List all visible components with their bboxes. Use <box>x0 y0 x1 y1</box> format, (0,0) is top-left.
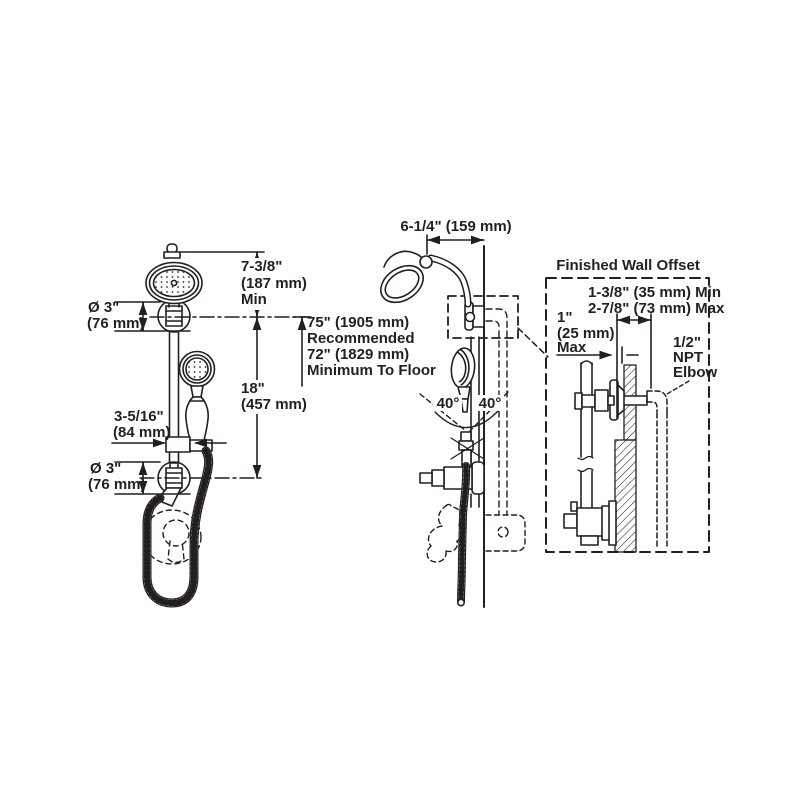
dim-offset-range: 1-3/8" (35 mm) Min 2-7/8" (73 mm) Max <box>588 284 725 419</box>
swing-angle-right-label: 40° <box>479 395 502 412</box>
dim-head-height-line3: Min <box>241 291 267 308</box>
dim-surface-line1: 1" <box>557 309 572 326</box>
handshower-front <box>178 350 216 447</box>
showerhead-front <box>145 243 203 308</box>
slide-bar-detail <box>577 360 594 509</box>
dim-bottom-escutcheon: Ø 3" (76 mm) <box>88 460 191 495</box>
label-npt-elbow: 1/2" NPT Elbow <box>666 334 717 395</box>
dim-top-escutcheon: Ø 3" (76 mm) <box>87 299 191 332</box>
dim-bar-span: 18" (457 mm) <box>238 316 307 479</box>
dim-floor-line3: 72" (1829 mm) <box>307 346 409 363</box>
centerlines-front <box>139 316 311 479</box>
handshower-side <box>450 347 476 467</box>
ball-joint <box>419 255 433 269</box>
wall-offset-detail: Finished Wall Offset <box>545 257 725 553</box>
side-view: 6-1/4" (159 mm) <box>380 218 549 608</box>
dim-head-reach: 6-1/4" (159 mm) <box>400 218 512 255</box>
supply-pipe-dashed-side <box>485 308 508 515</box>
front-view: 7-3/8" (187 mm) Min 18" (457 mm) 75" (19… <box>87 243 436 608</box>
elbow-label-line3: Elbow <box>673 364 717 381</box>
dim-head-height-min: 7-3/8" (187 mm) Min <box>179 251 307 318</box>
elbow-label-line2: NPT <box>673 349 703 366</box>
dim-floor-line2: Recommended <box>307 330 415 347</box>
detail-callout-box <box>447 295 519 339</box>
dim-head-height-line2: (187 mm) <box>241 275 307 292</box>
dim-top-dia-line2: (76 mm) <box>87 315 145 332</box>
dim-holder-width: 3-5/16" (84 mm) <box>111 408 227 448</box>
dim-surface-line3: Max <box>557 339 587 356</box>
showerhead-side <box>380 250 472 308</box>
top-bracket-detail <box>574 389 615 412</box>
detail-title: Finished Wall Offset <box>556 257 700 274</box>
dim-bar-span-line2: (457 mm) <box>241 396 307 413</box>
dim-offset-line2: 2-7/8" (73 mm) Max <box>588 300 725 317</box>
slide-bar-front <box>168 303 180 493</box>
dim-bottom-dia-line2: (76 mm) <box>88 476 146 493</box>
elbow-label-line1: 1/2" <box>673 334 701 351</box>
swing-angle-left-label: 40° <box>437 395 460 412</box>
hose-front <box>142 446 214 608</box>
swing-angle: 40° 40° <box>419 391 509 460</box>
dim-floor-height: 75" (1905 mm) Recommended 72" (1829 mm) … <box>292 314 436 387</box>
dim-offset-line1: 1-3/8" (35 mm) Min <box>588 284 721 301</box>
dim-surface-line2: (25 mm) <box>557 325 615 342</box>
top-wall-bracket <box>157 299 191 333</box>
npt-elbow <box>646 390 668 550</box>
dim-top-dia-line1: Ø 3" <box>88 299 119 316</box>
dim-head-reach-label: 6-1/4" (159 mm) <box>400 218 511 235</box>
elbow-leader-line <box>666 380 690 395</box>
bottom-bracket-detail <box>563 500 617 546</box>
detail-leader-line <box>517 327 549 358</box>
valve-spout-dashed-side <box>426 503 526 563</box>
dim-head-height-line1: 7-3/8" <box>241 258 282 275</box>
supply-flange-side <box>464 301 485 331</box>
dim-bar-span-line1: 18" <box>241 380 265 397</box>
dim-surface-max: 1" (25 mm) Max <box>556 309 639 364</box>
dim-floor-line1: 75" (1905 mm) <box>307 314 409 331</box>
dim-holder-line1: 3-5/16" <box>114 408 164 425</box>
dim-bottom-dia-line1: Ø 3" <box>90 460 121 477</box>
dim-floor-line4: Minimum To Floor <box>307 362 436 379</box>
slide-bracket-side <box>419 461 485 495</box>
valve-trim-dashed <box>142 509 202 565</box>
dim-holder-line2: (84 mm) <box>113 424 171 441</box>
